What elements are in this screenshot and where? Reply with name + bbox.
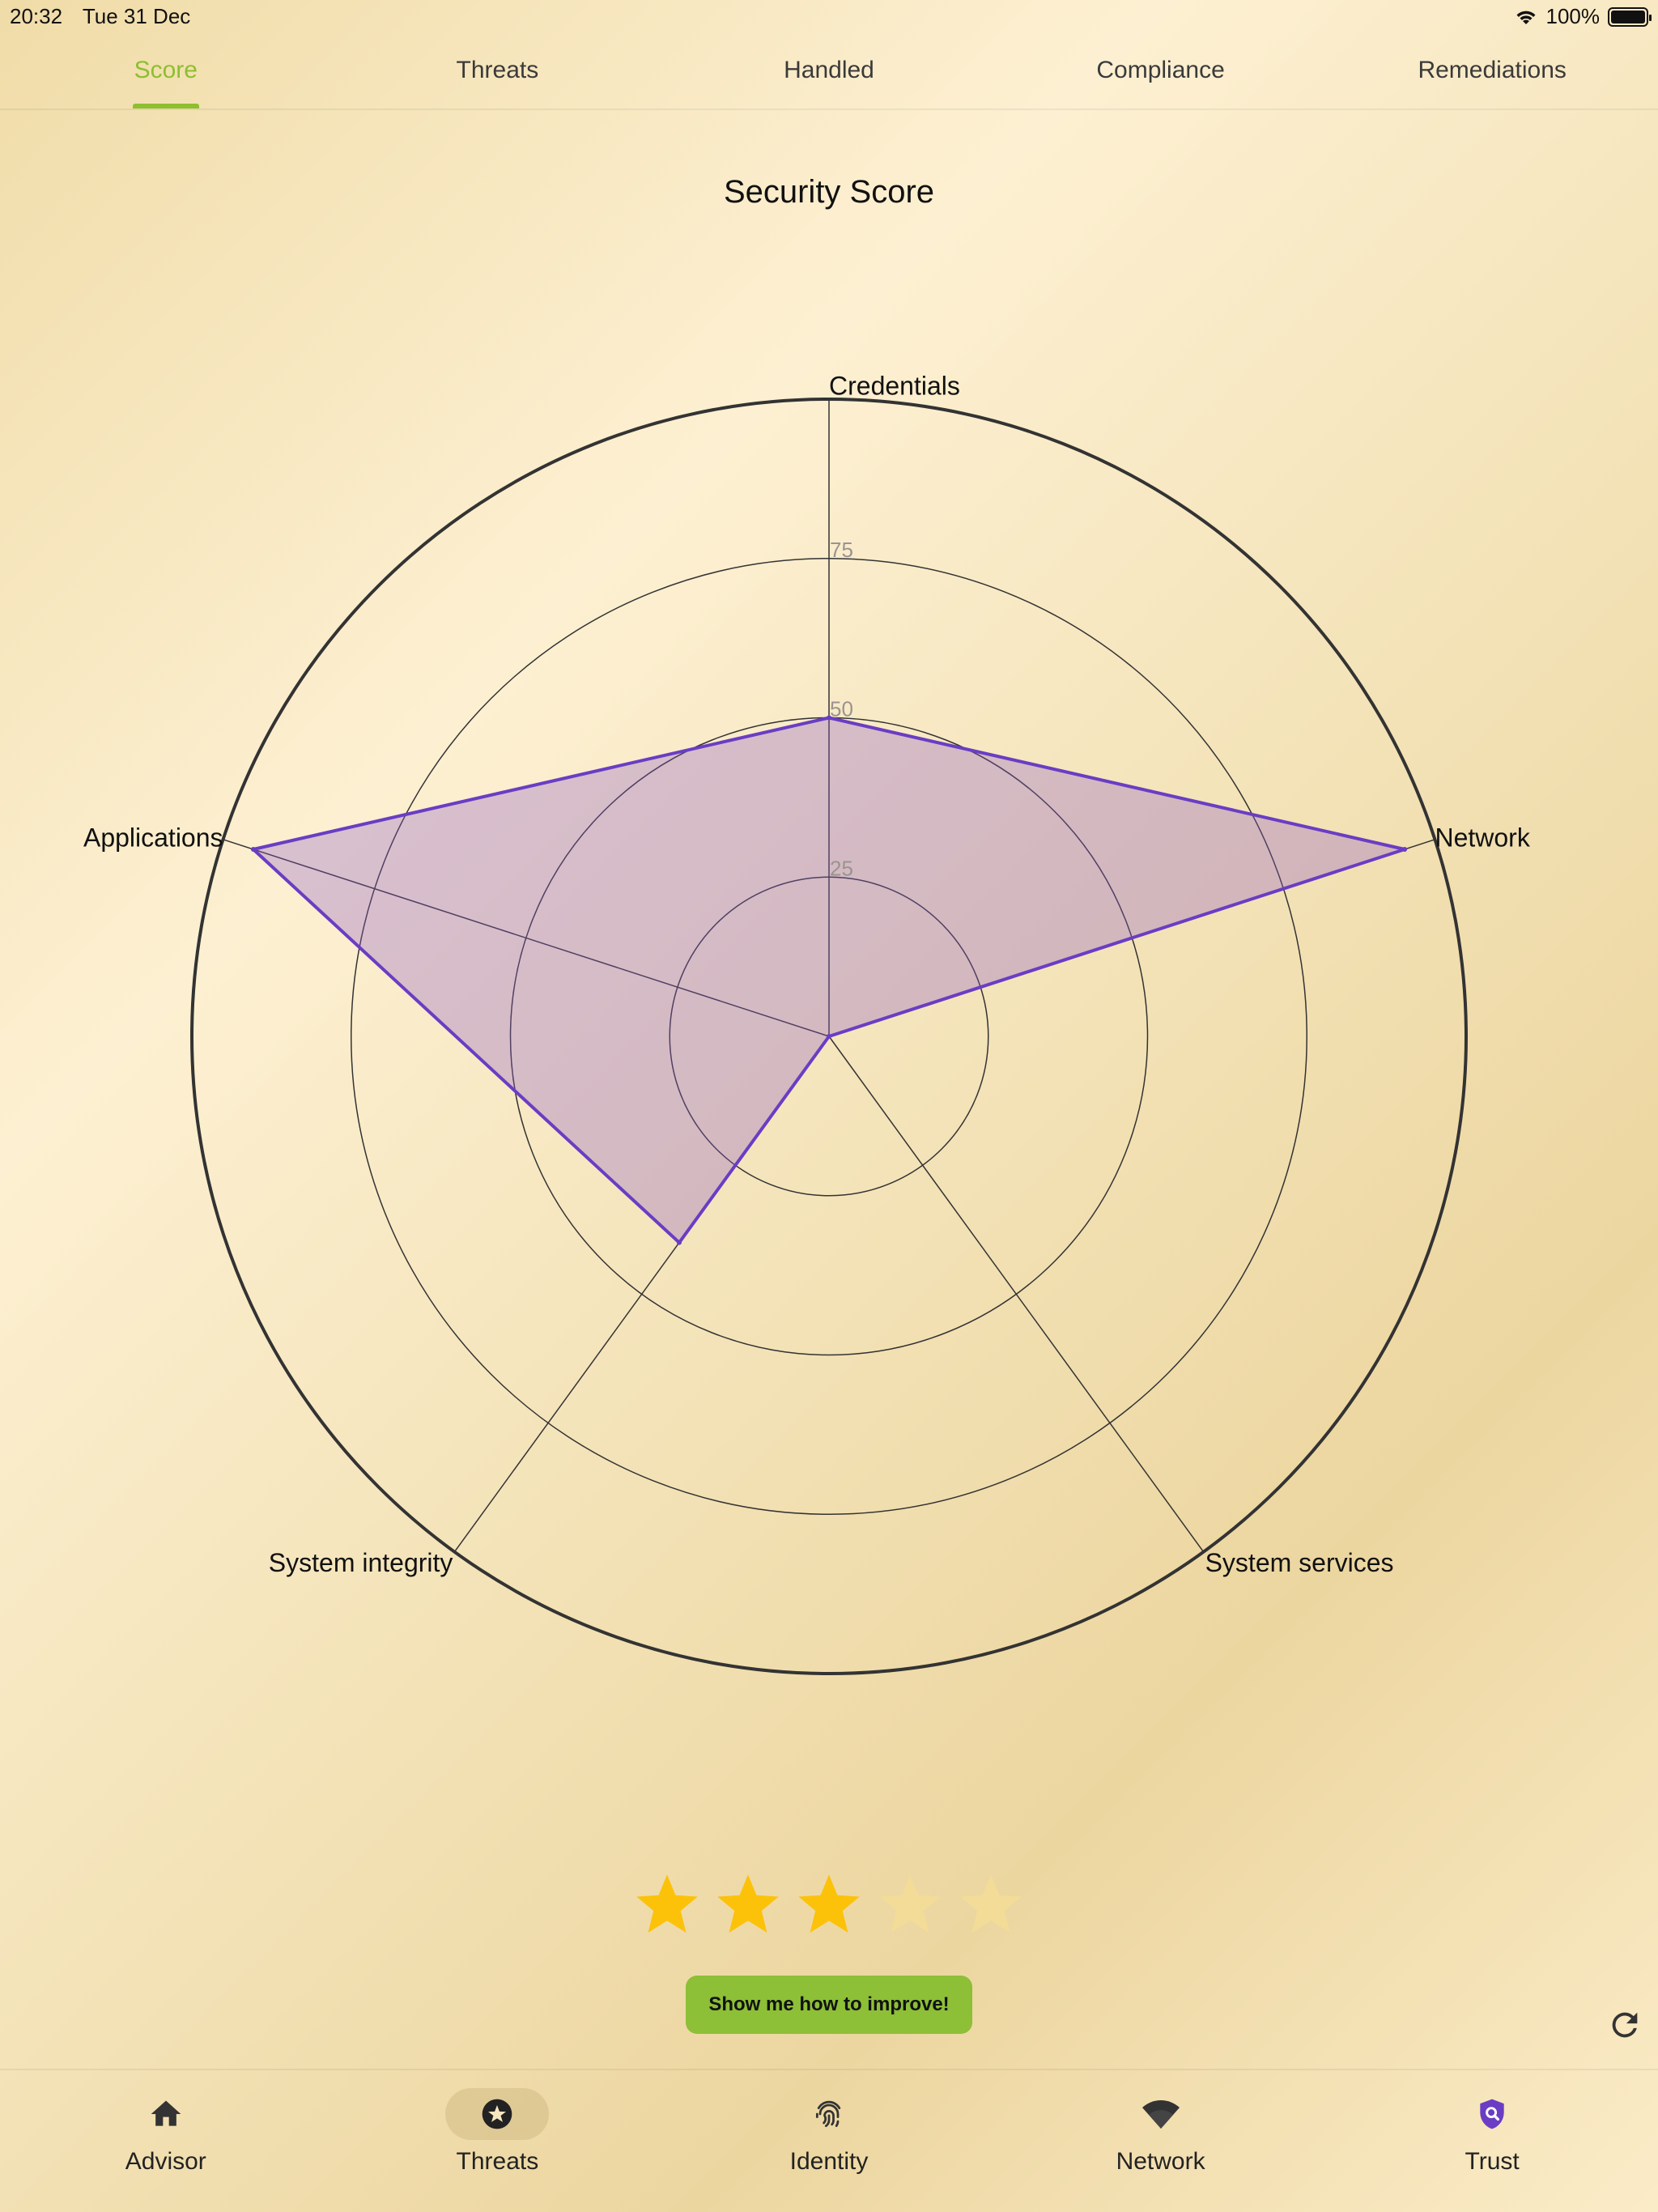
nav-label: Trust [1465,2148,1520,2175]
nav-item-threats[interactable]: Threats [332,2070,664,2212]
nav-icon-wrap [777,2088,881,2140]
nav-icon-wrap [1109,2088,1213,2140]
nav-icon-wrap [1440,2088,1544,2140]
wifi-icon [1141,2100,1180,2129]
radar-axis-label: Network [1435,823,1530,852]
tab-handled[interactable]: Handled [663,40,995,108]
radar-axis-label: Applications [83,823,223,852]
status-time: 20:32 [10,4,63,28]
radar-tick-label: 50 [830,697,853,721]
radar-data-point [827,1034,831,1039]
nav-label: Threats [456,2148,539,2175]
radar-series-area [251,716,1407,1244]
tab-label: Handled [784,57,874,83]
battery-percent: 100% [1545,4,1601,28]
tab-label: Compliance [1096,57,1225,83]
status-bar: 20:32 Tue 31 Dec 100% [0,0,1658,32]
radar-axis-label: System services [1205,1548,1394,1577]
radar-axis-label: Credentials [829,371,960,400]
nav-icon-wrap [114,2088,218,2140]
shield-search-icon [1480,2099,1504,2129]
radar-axis-label: System integrity [269,1548,453,1577]
home-icon [151,2100,181,2126]
nav-icon-wrap [445,2088,550,2140]
bottom-nav: Advisor Threats Identity [0,2069,1658,2212]
star-icon [960,1874,1022,1933]
radar-data-point [827,715,831,721]
status-left: 20:32 Tue 31 Dec [10,4,205,29]
radar-spoke [828,1036,1205,1553]
chart-title: Security Score [723,174,935,210]
fingerprint-icon [815,2100,841,2128]
tab-label: Score [134,57,198,83]
status-right: 100% [1514,4,1652,29]
radar-tick-label: 75 [830,538,853,562]
radar-tick-label: 25 [830,856,853,880]
nav-label: Identity [789,2148,869,2175]
radar-data-point [676,1240,682,1245]
battery-icon [1608,6,1652,27]
radar-spoke [223,839,830,1037]
nav-item-advisor[interactable]: Advisor [0,2070,332,2212]
nav-item-trust[interactable]: Trust [1326,2070,1658,2212]
refresh-icon[interactable] [1606,2006,1643,2044]
radar-data-point [1402,846,1408,852]
tab-label: Remediations [1418,57,1567,83]
star-icon [636,1874,698,1933]
star-rating [0,1870,1658,1938]
nav-item-network[interactable]: Network [995,2070,1327,2212]
nav-item-identity[interactable]: Identity [663,2070,995,2212]
improve-button[interactable]: Show me how to improve! [686,1976,972,2034]
tab-score[interactable]: Score [0,40,332,108]
top-tab-bar: Score Threats Handled Compliance Remedia… [0,40,1658,110]
nav-label: Advisor [125,2148,206,2175]
active-tab-indicator [132,104,199,108]
star-icon [879,1874,941,1933]
radar-data-point [250,846,256,852]
star-icon [798,1874,860,1933]
star-badge-icon [483,2099,512,2129]
status-date: Tue 31 Dec [82,4,191,28]
tab-label: Threats [456,57,539,83]
tab-threats[interactable]: Threats [332,40,664,108]
tab-remediations[interactable]: Remediations [1326,40,1658,108]
star-icon [717,1874,779,1933]
wifi-status-icon [1516,11,1535,24]
tab-compliance[interactable]: Compliance [995,40,1327,108]
nav-label: Network [1116,2148,1205,2175]
